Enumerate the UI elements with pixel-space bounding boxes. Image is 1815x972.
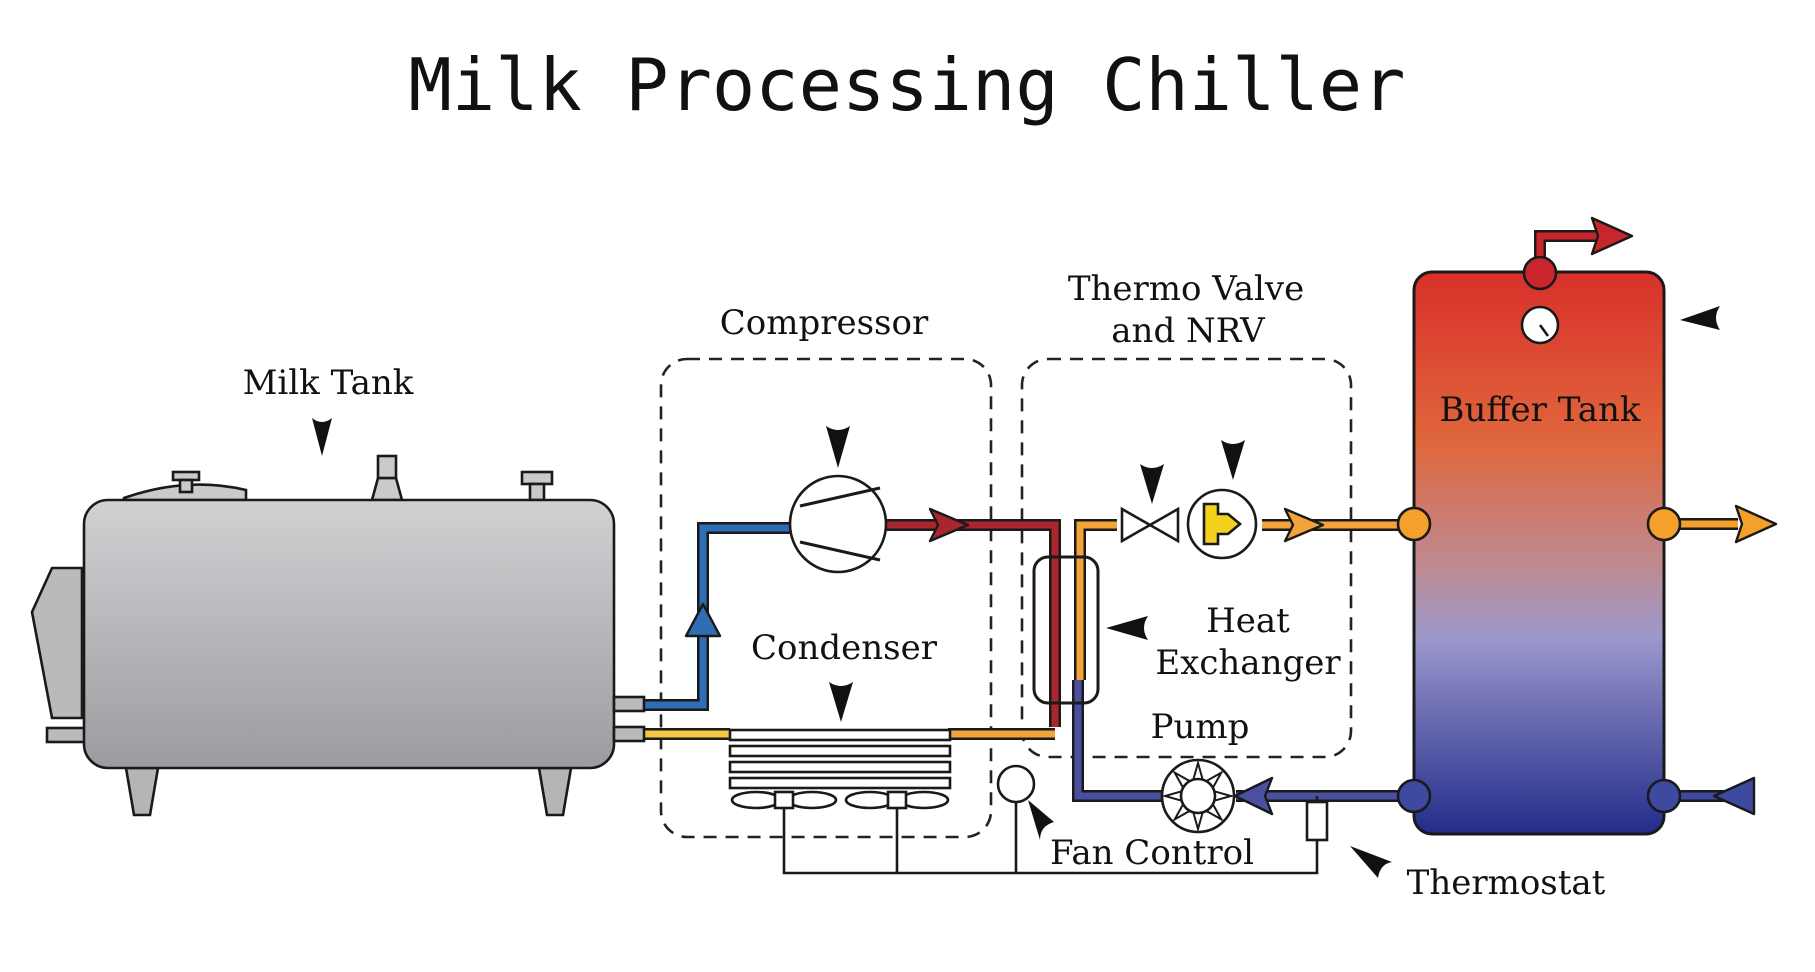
hot-flow-arrow-icon (928, 507, 970, 543)
thermostat-sensor (1305, 800, 1329, 842)
heat-exchanger-unit (1032, 555, 1100, 705)
milk-tank-body (82, 498, 616, 770)
pointer-arrow-icon (829, 682, 853, 722)
fan-control-sensor (996, 764, 1036, 804)
pointers (312, 306, 1720, 878)
buffer-tank (1396, 255, 1682, 836)
valve-icon (1120, 506, 1180, 544)
pointer-arrow-icon (1106, 616, 1148, 640)
compressor-group-box (659, 357, 993, 839)
orange-outlet-arrow-icon (1734, 504, 1778, 544)
buffer-outlet-port (1646, 506, 1682, 542)
hot-outlet-arrow-icon (1590, 216, 1634, 256)
nrv-icon (1186, 488, 1258, 560)
gauge-icon (1520, 305, 1560, 345)
buffer-tank-body (1412, 270, 1666, 836)
pump-label: Pump (1151, 707, 1250, 747)
thermo-valve-label-line1: Thermo Valve (1068, 269, 1304, 309)
return-flow-arrow-icon (1233, 776, 1274, 816)
pointer-arrow-icon (1028, 800, 1054, 840)
pipes (643, 230, 1738, 802)
buffer-tank-label: Buffer Tank (1439, 390, 1640, 430)
flow-arrows (684, 216, 1778, 816)
condenser (728, 728, 952, 810)
warm-flow-arrow-icon (1283, 507, 1325, 543)
pointer-arrow-icon (312, 418, 332, 456)
pointer-arrow-icon (1350, 846, 1392, 878)
thermo-valve-group-box (1020, 357, 1353, 759)
fan-icon (844, 790, 950, 810)
pointer-arrow-icon (826, 426, 850, 468)
compressor-icon (788, 474, 888, 574)
fan-control-label: Fan Control (1050, 833, 1254, 873)
pointer-arrow-icon (1140, 464, 1164, 504)
condenser-label: Condenser (751, 628, 938, 668)
thermostat-label: Thermostat (1407, 863, 1606, 903)
buffer-inlet-port-lower (1646, 778, 1682, 814)
fan-icon (730, 790, 838, 810)
pump-icon (1160, 758, 1236, 834)
pointer-arrow-icon (1680, 306, 1720, 330)
control-wiring (782, 802, 1319, 875)
heat-exchanger-label-line2: Exchanger (1155, 643, 1341, 683)
page-title: Milk Processing Chiller (409, 43, 1406, 127)
thermo-valve-label-line2: and NRV (1111, 311, 1266, 351)
buffer-return-port (1396, 778, 1432, 814)
pointer-arrow-icon (1221, 440, 1245, 480)
milk-tank (30, 454, 646, 817)
buffer-inlet-port (1396, 506, 1432, 542)
milk-tank-label: Milk Tank (243, 363, 414, 403)
cold-flow-arrow-icon (684, 602, 722, 638)
heat-exchanger-label-line1: Heat (1206, 601, 1290, 641)
blue-inlet-arrow-icon (1712, 776, 1756, 816)
compressor-label: Compressor (720, 303, 929, 343)
